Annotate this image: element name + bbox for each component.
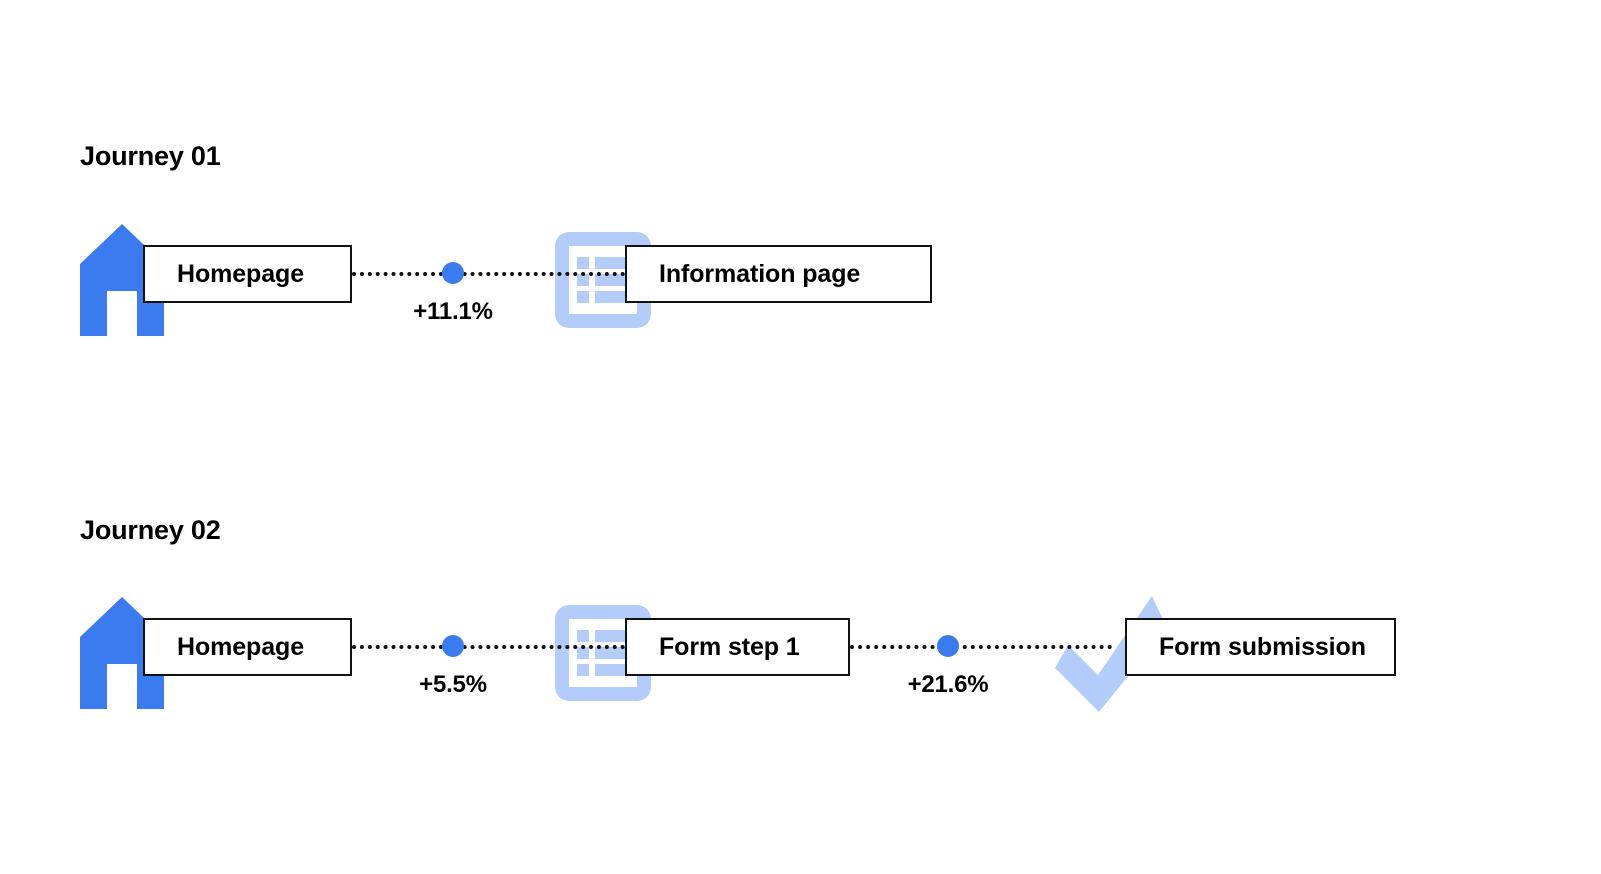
connector-dot — [442, 262, 464, 284]
connector-dotted-line — [352, 272, 625, 276]
connector-percent-label: +21.6% — [907, 671, 989, 698]
label-box-homepage[interactable]: Homepage — [143, 245, 352, 303]
journey-02-title: Journey 02 — [80, 515, 221, 545]
connector-percent-label: +5.5% — [419, 671, 487, 698]
label-text: Homepage — [177, 632, 305, 661]
label-text: Homepage — [177, 259, 305, 288]
journey-02-connector-1: +5.5% — [352, 583, 625, 723]
label-text: Information page — [659, 259, 861, 288]
journey-01-title: Journey 01 — [80, 141, 221, 171]
journey-02-node-form-step-1[interactable]: Form step 1 — [555, 583, 850, 723]
journey-01-connector-1: +11.1% — [352, 210, 625, 350]
connector-dot — [937, 635, 959, 657]
connector-dotted-line — [352, 645, 625, 649]
journey-02-node-form-submission[interactable]: Form submission — [1055, 583, 1396, 723]
label-box-form-step-1[interactable]: Form step 1 — [625, 618, 850, 676]
connector-percent-label: +11.1% — [413, 298, 493, 325]
journey-01-node-homepage[interactable]: Homepage — [80, 210, 352, 350]
connector-dot — [442, 635, 464, 657]
label-box-homepage[interactable]: Homepage — [143, 618, 352, 676]
journey-01-row: +11.1% Homepage — [0, 210, 1601, 350]
journey-02-node-homepage[interactable]: Homepage — [80, 583, 352, 723]
journey-02-connector-2: +21.6% — [850, 583, 1112, 723]
label-text: Form step 1 — [659, 632, 800, 661]
label-text: Form submission — [1159, 632, 1366, 661]
journey-01-node-information-page[interactable]: Information page — [555, 210, 932, 350]
connector-dotted-line — [850, 645, 1112, 649]
label-box-information-page[interactable]: Information page — [625, 245, 932, 303]
journey-02-row: +5.5% +21.6% Homepage — [0, 583, 1601, 723]
label-box-form-submission[interactable]: Form submission — [1125, 618, 1396, 676]
